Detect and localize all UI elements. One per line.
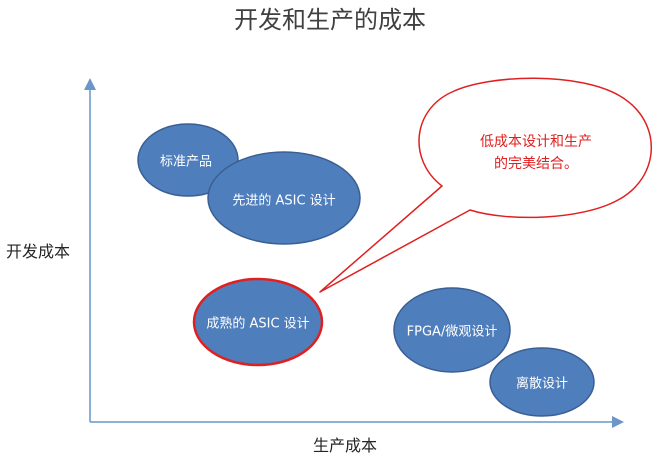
bubble-fpga: FPGA/微观设计 — [393, 287, 511, 373]
bubble-discrete: 离散设计 — [489, 347, 595, 417]
x-axis-label: 生产成本 — [312, 436, 377, 455]
y-axis-label: 开发成本 — [6, 242, 71, 261]
bubble-standard-product: 标准产品 — [137, 123, 239, 197]
callout-text-line1: 低成本设计和生产 — [480, 134, 592, 150]
diagram-title: 开发和生产的成本 — [234, 6, 426, 34]
bubble-discrete-label: 离散设计 — [516, 376, 568, 392]
bubble-advanced-asic: 先进的 ASIC 设计 — [207, 151, 361, 245]
bubble-standard-product-label: 标准产品 — [160, 155, 212, 170]
callout-bubble: 低成本设计和生产 的完美结合。 — [319, 77, 652, 293]
bubble-mature-asic: 成熟的 ASIC 设计 — [192, 277, 324, 367]
bubble-fpga-label: FPGA/微观设计 — [407, 325, 498, 340]
bubble-advanced-asic-label: 先进的 ASIC 设计 — [232, 193, 335, 209]
bubble-mature-asic-label: 成熟的 ASIC 设计 — [206, 316, 309, 332]
callout-text-line2: 的完美结合。 — [494, 156, 578, 172]
